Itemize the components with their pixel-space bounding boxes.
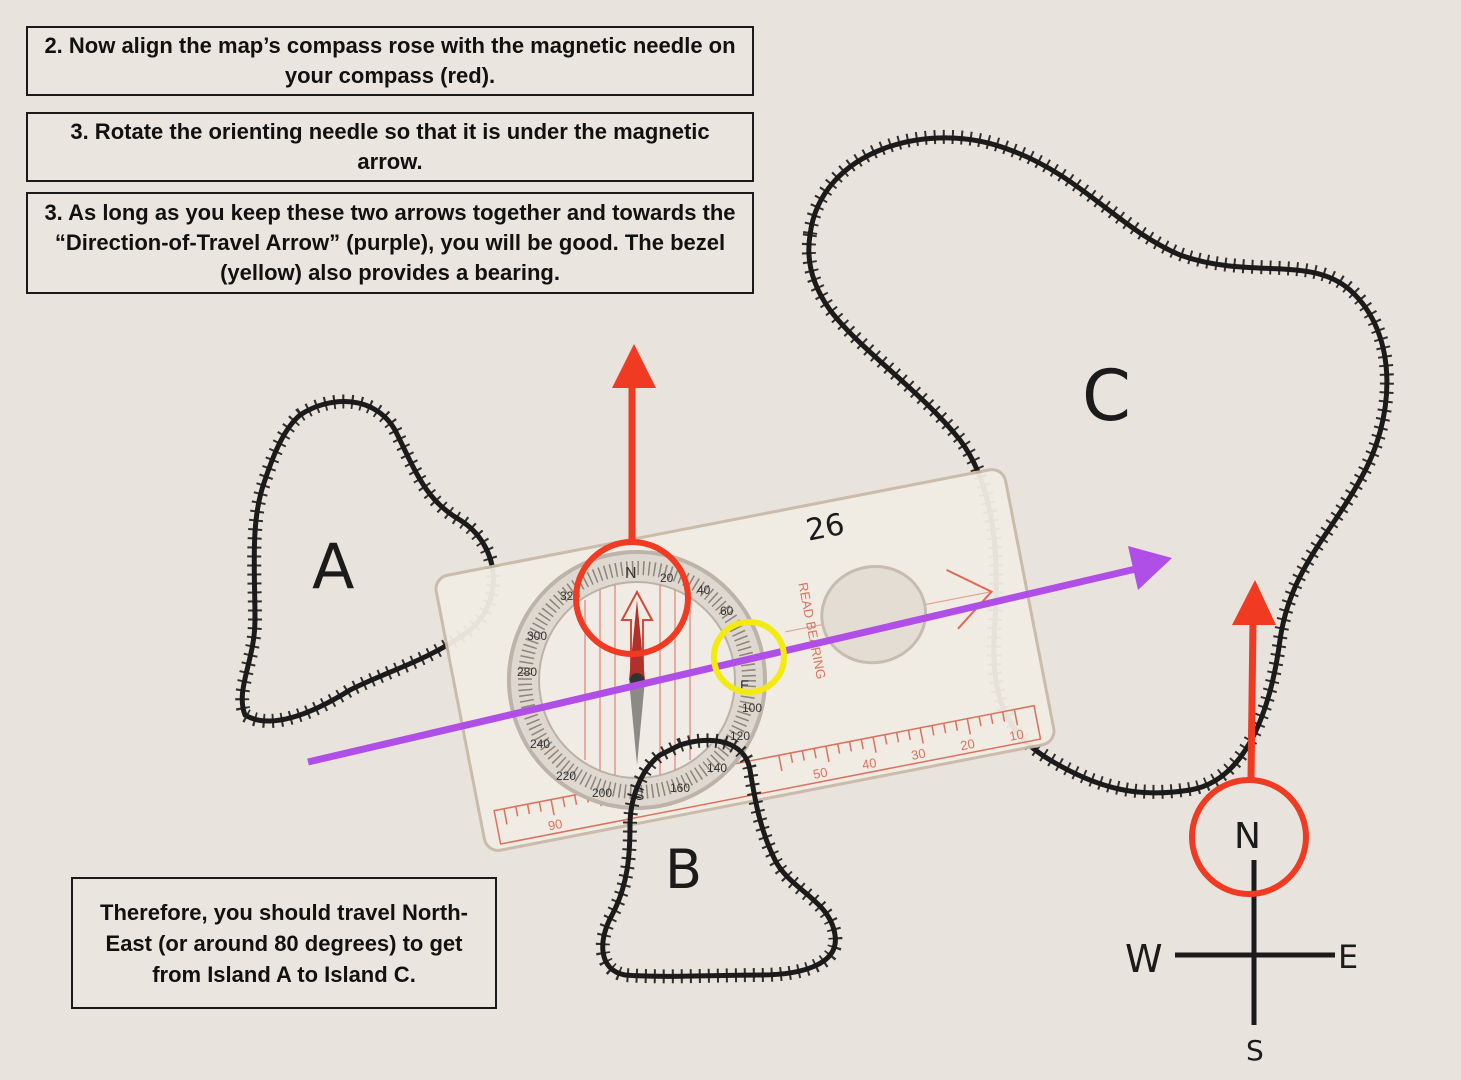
needle-south-icon [629,680,645,765]
ruler-number-50: 50 [812,764,829,781]
rose-north-label: N [1234,816,1261,857]
bezel-bearing-highlight [711,619,787,695]
bezel-20: 20 [660,571,674,585]
red-arrowhead-icon [612,344,656,388]
red-arrowhead-icon-rose [1232,580,1276,625]
bezel-60: 60 [720,604,734,618]
bezel-200: 200 [592,786,612,800]
instruction-step-keep: 3. As long as you keep these two arrows … [26,192,754,294]
ruler-number-90: 90 [547,816,564,833]
bezel-east: E [740,677,749,693]
ruler-number-30: 30 [910,745,927,762]
island-b [595,733,843,984]
bezel-40: 40 [697,583,711,597]
magnetic-needle-highlight [573,344,691,657]
rose-south-label: S [1246,1034,1264,1067]
bezel-120: 120 [730,729,750,743]
bezel-280: 280 [517,665,537,679]
magnetic-needle-icon [629,600,645,680]
rose-west-label: W [1125,937,1163,981]
ruler-number-10: 10 [1008,726,1025,743]
island-c-label: C [1082,355,1131,437]
island-a-label: A [312,530,354,603]
island-a [235,394,501,728]
bezel-100: 100 [742,701,762,715]
instruction-step-align: 2. Now align the map’s compass rose with… [26,26,754,96]
bezel-south: S [635,787,644,803]
handwritten-number: 26 [803,507,847,549]
bezel-220: 220 [556,769,576,783]
purple-arrowhead-icon [1128,546,1172,590]
plate-travel-chevron-icon [946,568,994,630]
bezel-160: 160 [670,781,690,795]
bezel-north: N [625,565,637,582]
direction-of-travel-arrow [307,546,1172,766]
map-compass-rose: N E S W [1125,816,1358,1067]
rose-north-highlight [1189,580,1309,897]
ruler-number-20: 20 [959,736,976,753]
bezel-140: 140 [707,761,727,775]
ruler-number-40: 40 [861,755,878,772]
bezel-240: 240 [530,737,550,751]
island-b-label: B [665,838,702,901]
conclusion-note: Therefore, you should travel North-East … [71,877,497,1009]
island-c [801,129,1394,799]
instruction-step-rotate: 3. Rotate the orienting needle so that i… [26,112,754,182]
rose-east-label: E [1338,938,1358,976]
bezel-300: 300 [527,629,547,643]
